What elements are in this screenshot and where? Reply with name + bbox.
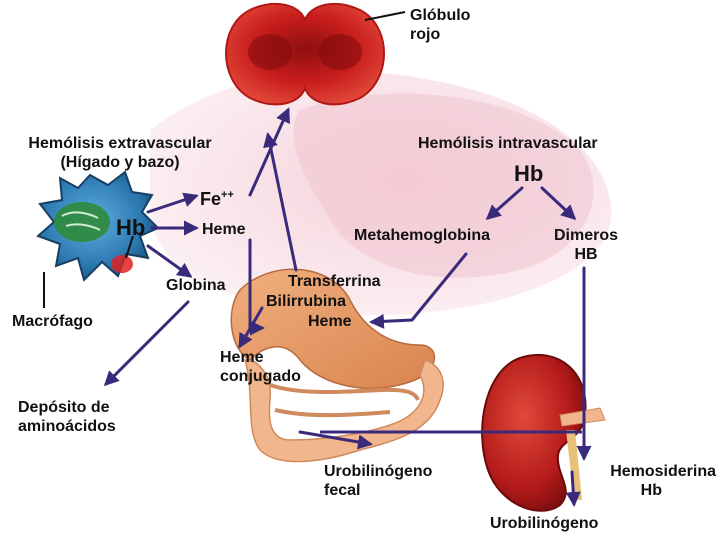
globulo-rojo-label: Glóbulo rojo: [410, 6, 470, 44]
hemolisis-extravascular-label: Hemólisis extravascular (Hígado y bazo): [4, 134, 236, 172]
macrofago-label: Macrófago: [12, 312, 93, 331]
heme-center-label: Heme: [308, 312, 352, 331]
arrow-globina-to-deposito: [106, 302, 188, 384]
heme-conjugado-label: Heme conjugado: [220, 348, 301, 386]
arrow-hemosiderina-to-urobilinogeno: [572, 472, 574, 504]
globulo-rojo-line-1: Glóbulo: [410, 6, 470, 25]
fe-label: Fe++: [200, 186, 234, 209]
deposito-aminoacidos-label: Depósito de aminoácidos: [18, 398, 116, 436]
fe-symbol: Fe: [200, 189, 221, 209]
hemolisis-extravascular-line-2: (Hígado y bazo): [4, 153, 236, 172]
red-blood-cell-icon: [226, 4, 384, 104]
dimeros-label: Dimeros HB: [544, 226, 628, 264]
urobilinogeno-fecal-label: Urobilinógeno fecal: [324, 462, 432, 500]
hemosiderina-line-1: Hemosiderina: [576, 462, 716, 481]
hemolisis-intravascular-label: Hemólisis intravascular: [418, 134, 598, 153]
hb-macrophage-label: Hb: [116, 216, 145, 240]
heme-label: Heme: [202, 220, 246, 239]
globulo-rojo-line-2: rojo: [410, 25, 470, 44]
dimeros-line-2: HB: [544, 245, 628, 264]
hemolisis-extravascular-line-1: Hemólisis extravascular: [4, 134, 236, 153]
hemosiderina-line-2: Hb: [576, 481, 716, 500]
metahemoglobina-label: Metahemoglobina: [354, 226, 490, 245]
dimeros-line-1: Dimeros: [544, 226, 628, 245]
globulo-leader-line: [365, 12, 405, 20]
heme-conjugado-line-1: Heme: [220, 348, 301, 367]
deposito-line-1: Depósito de: [18, 398, 116, 417]
deposito-line-2: aminoácidos: [18, 417, 116, 436]
hb-intravascular-label: Hb: [514, 162, 543, 186]
transferrina-label: Transferrina: [288, 272, 380, 291]
urobilinogeno-label: Urobilinógeno: [490, 514, 598, 533]
bilirrubina-label: Bilirrubina: [266, 292, 346, 311]
urobilinogeno-fecal-line-1: Urobilinógeno: [324, 462, 432, 481]
fe-charge: ++: [221, 189, 234, 201]
urobilinogeno-fecal-line-2: fecal: [324, 481, 432, 500]
heme-conjugado-line-2: conjugado: [220, 367, 301, 386]
hemosiderina-label: Hemosiderina Hb: [576, 462, 716, 500]
globina-label: Globina: [166, 276, 226, 295]
